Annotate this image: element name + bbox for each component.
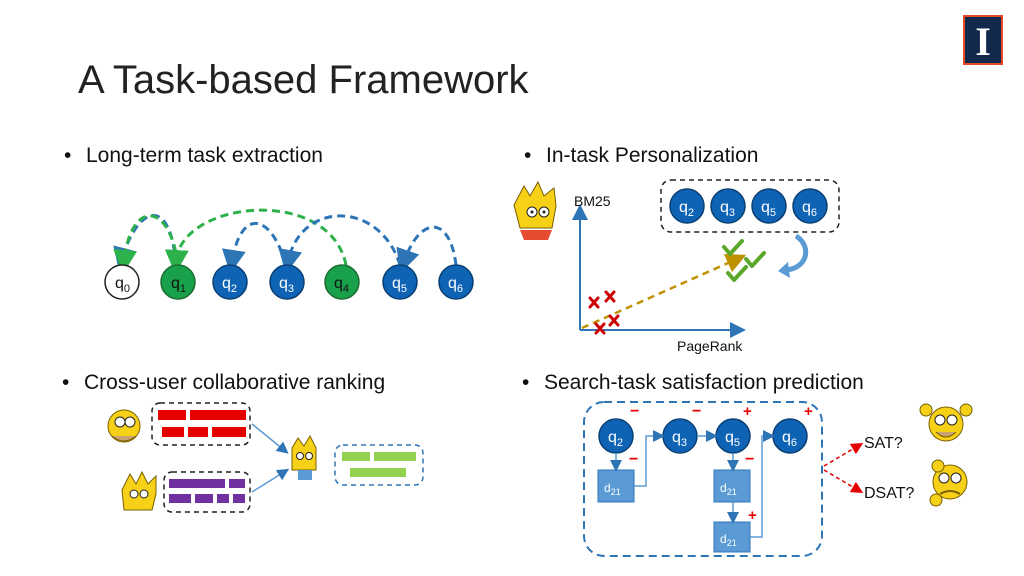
svg-text:+: + (743, 403, 752, 420)
svg-text:+: + (748, 507, 757, 524)
svg-text:−: − (630, 403, 639, 420)
bullet-long-term-label: Long-term task extraction (86, 144, 323, 167)
sat-node-q3: q3 (662, 418, 698, 454)
ranking-direction-arrow (581, 253, 747, 330)
sat-label: SAT? (864, 435, 903, 452)
task-boundary-box (583, 401, 823, 557)
user2-result-bars (169, 479, 245, 503)
arc-q3-q2 (221, 221, 288, 274)
svg-text:q3: q3 (279, 275, 294, 295)
doc-node-1: d21 (597, 469, 635, 503)
svg-text:q6: q6 (802, 199, 817, 219)
svg-text:q1: q1 (171, 275, 186, 295)
svg-text:q5: q5 (761, 199, 776, 219)
arc-q6-q5 (396, 225, 458, 274)
svg-text:q2: q2 (222, 275, 237, 295)
bullet-dot: • (64, 144, 72, 167)
in-task-node-q3: q3 (710, 188, 746, 224)
svg-text:−: − (629, 451, 638, 468)
doc-node-2: d21 (713, 469, 751, 503)
user-avatar-icon (513, 180, 557, 240)
node-q5: q5 (382, 264, 418, 300)
dsat-label: DSAT? (864, 485, 914, 502)
in-task-node-q2: q2 (669, 188, 705, 224)
in-task-personalization: BM25 PageRank q2 q3 (513, 179, 840, 354)
personalized-result-bars (342, 452, 416, 477)
svg-text:q6: q6 (448, 275, 463, 295)
svg-text:q3: q3 (720, 199, 735, 219)
svg-text:+: + (804, 403, 813, 420)
node-q3: q3 (269, 264, 305, 300)
node-q2: q2 (212, 264, 248, 300)
rerank-arrow (785, 233, 809, 273)
y-axis-label: BM25 (574, 193, 611, 209)
arc-q1-q0 (113, 214, 180, 274)
user1-result-bars (158, 410, 246, 437)
relevant-marks (722, 239, 766, 282)
user1-avatar-icon (107, 409, 141, 443)
user1-results-box (151, 402, 251, 446)
svg-text:q4: q4 (334, 275, 349, 295)
bullet-dot: • (524, 144, 532, 167)
svg-text:q2: q2 (679, 199, 694, 219)
personalized-results-box (334, 444, 424, 486)
target-user-avatar-icon (291, 434, 317, 480)
bullet-satisfaction: • Search-task satisfaction prediction (522, 371, 864, 395)
user2-avatar-icon (121, 470, 157, 511)
dissatisfied-user-icon (929, 459, 968, 507)
svg-text:d21: d21 (604, 481, 621, 497)
svg-text:d21: d21 (720, 481, 737, 497)
long-term-task-graph: q0 q1 q2 q3 q4 q5 q6 (104, 208, 474, 300)
svg-text:q0: q0 (115, 275, 130, 295)
svg-text:q5: q5 (392, 275, 407, 295)
bullet-satisfaction-label: Search-task satisfaction prediction (544, 371, 864, 394)
node-q0: q0 (104, 264, 140, 300)
svg-text:q3: q3 (672, 429, 687, 449)
node-q1: q1 (160, 264, 196, 300)
doc-node-3: d21 (713, 521, 751, 553)
x-axis-label: PageRank (677, 338, 743, 354)
svg-text:d21: d21 (720, 532, 737, 548)
bullet-dot: • (62, 371, 70, 394)
svg-text:q5: q5 (725, 429, 740, 449)
sat-node-q6: q6 (772, 418, 808, 454)
bullet-in-task: • In-task Personalization (524, 144, 758, 168)
satisfied-user-icon (919, 403, 973, 442)
bullet-cross-user-label: Cross-user collaborative ranking (84, 371, 386, 394)
cross-user-ranking (107, 402, 424, 513)
sat-node-q5: q5 (715, 418, 751, 454)
svg-text:−: − (745, 451, 754, 468)
node-q4: q4 (324, 264, 360, 300)
bullet-cross-user: • Cross-user collaborative ranking (62, 371, 385, 395)
arc-q5-q3 (278, 214, 402, 274)
university-logo: I (963, 15, 1003, 65)
svg-text:−: − (692, 403, 701, 420)
task-query-box (660, 179, 840, 233)
node-q6: q6 (438, 264, 474, 300)
bullet-in-task-label: In-task Personalization (546, 144, 759, 167)
user2-results-box (163, 471, 251, 513)
slide-title: A Task-based Framework (78, 58, 529, 102)
logo-letter: I (975, 19, 991, 64)
arc-q4-q1 (164, 208, 348, 274)
in-task-node-q5: q5 (751, 188, 787, 224)
irrelevant-marks (588, 290, 620, 335)
svg-text:q2: q2 (608, 429, 623, 449)
sat-node-q2: q2 (598, 418, 634, 454)
in-task-node-q6: q6 (792, 188, 828, 224)
arc-q2-q0 (113, 213, 178, 272)
bullet-dot: • (522, 371, 530, 394)
satisfaction-prediction: q2 q3 q5 q6 d21 d21 d21 (583, 401, 973, 557)
svg-text:q6: q6 (782, 429, 797, 449)
bullet-long-term: • Long-term task extraction (64, 144, 323, 168)
